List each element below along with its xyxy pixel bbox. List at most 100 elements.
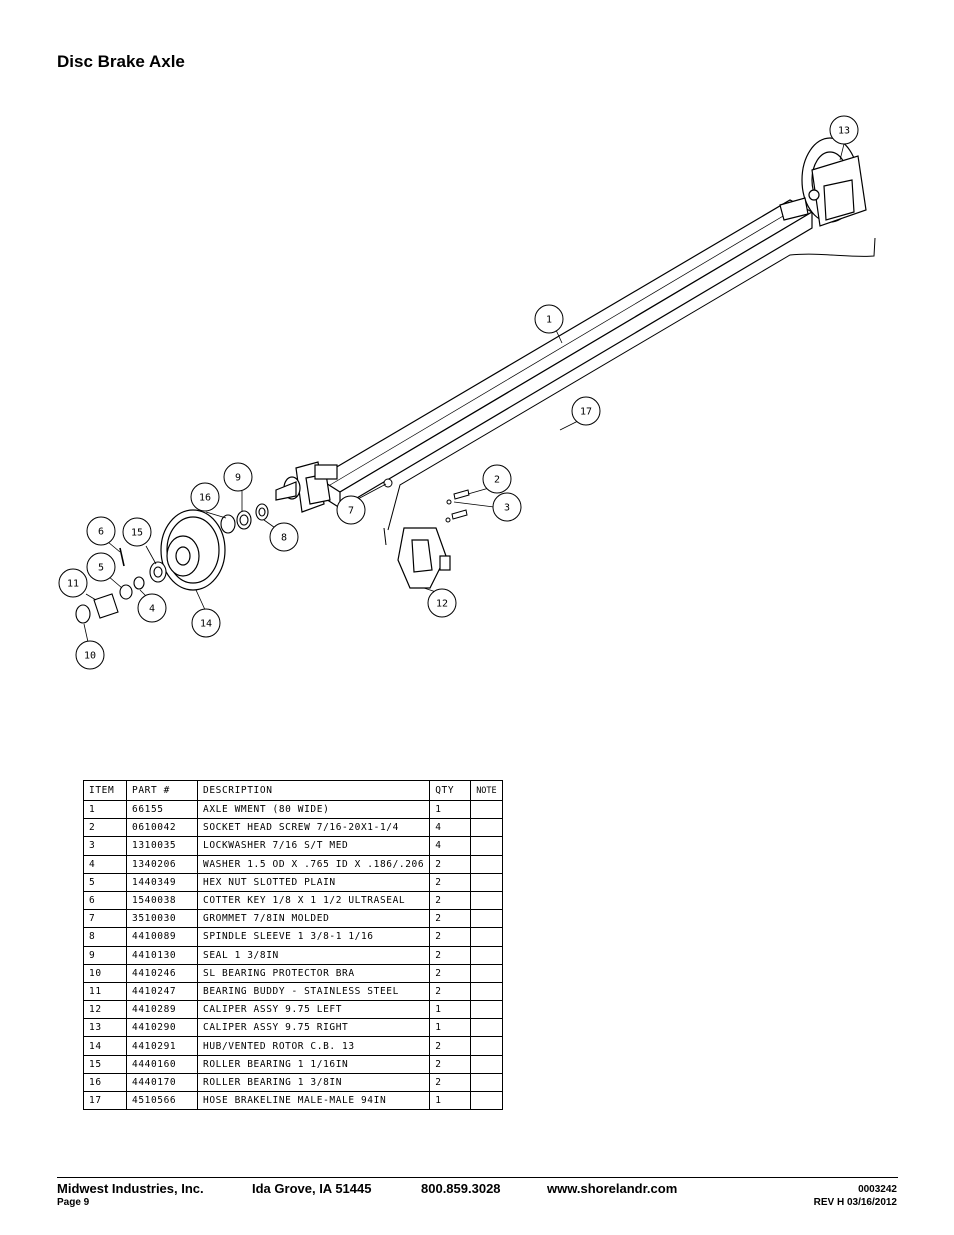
header-qty: QTY <box>429 780 472 801</box>
cell-description: ROLLER BEARING 1 3/8IN <box>196 1072 431 1093</box>
callout-4: 4 <box>137 593 167 623</box>
cell-qty: 2 <box>429 945 472 965</box>
cell-part-number: 4510566 <box>126 1090 198 1111</box>
cell-qty: 1 <box>429 1018 472 1038</box>
cell-description: SEAL 1 3/8IN <box>196 945 431 965</box>
cell-qty: 1 <box>429 1090 472 1111</box>
cell-description: HUB/VENTED ROTOR C.B. 13 <box>196 1036 431 1056</box>
cell-item: 14 <box>83 1036 127 1056</box>
cell-qty: 1 <box>429 799 472 820</box>
callout-circle <box>137 593 167 623</box>
page-title: Disc Brake Axle <box>57 52 185 71</box>
callout-label: 5 <box>98 563 104 574</box>
header-part-number: PART # <box>126 780 198 801</box>
callout-14: 14 <box>191 608 221 638</box>
cell-qty: 2 <box>429 854 472 874</box>
cell-description: HOSE BRAKELINE MALE-MALE 94IN <box>196 1090 431 1111</box>
footer-company: Midwest Industries, Inc. <box>57 1181 204 1196</box>
cell-part-number: 4410089 <box>126 927 198 947</box>
cell-note <box>470 927 503 947</box>
cell-qty: 2 <box>429 1072 472 1093</box>
footer-website: www.shorelandr.com <box>547 1181 678 1196</box>
cell-item: 8 <box>83 927 127 947</box>
callout-17: 17 <box>571 396 601 426</box>
callout-circle <box>190 482 220 512</box>
cell-item: 2 <box>83 818 127 838</box>
cell-note <box>470 909 503 929</box>
cell-description: SOCKET HEAD SCREW 7/16-20X1-1/4 <box>196 818 431 838</box>
callout-9: 9 <box>223 462 253 492</box>
callout-label: 8 <box>281 533 287 544</box>
cell-note <box>470 1090 503 1111</box>
callout-circle <box>269 522 299 552</box>
callout-label: 13 <box>838 126 850 137</box>
footer-revision: REV H 03/16/2012 <box>813 1197 897 1208</box>
cell-note <box>470 799 503 820</box>
cell-description: SL BEARING PROTECTOR BRA <box>196 963 431 983</box>
callout-label: 17 <box>580 407 592 418</box>
cell-description: COTTER KEY 1/8 X 1 1/2 ULTRASEAL <box>196 890 431 911</box>
cell-qty: 2 <box>429 1054 472 1074</box>
cell-part-number: 4410246 <box>126 963 198 983</box>
callout-5: 5 <box>86 552 116 582</box>
footer-divider <box>57 1177 898 1178</box>
header-description: DESCRIPTION <box>196 780 431 801</box>
cell-description: ROLLER BEARING 1 1/16IN <box>196 1054 431 1074</box>
cell-description: HEX NUT SLOTTED PLAIN <box>196 872 431 892</box>
cell-part-number: 4410290 <box>126 1018 198 1038</box>
callout-label: 3 <box>504 503 510 514</box>
bolts <box>383 478 470 523</box>
cell-part-number: 0610042 <box>126 818 198 838</box>
callout-label: 9 <box>235 473 241 484</box>
cell-description: GROMMET 7/8IN MOLDED <box>196 909 431 929</box>
callout-label: 15 <box>131 528 143 539</box>
cell-item: 12 <box>83 1000 127 1020</box>
cell-qty: 4 <box>429 836 472 856</box>
cell-item: 16 <box>83 1072 127 1093</box>
cell-item: 11 <box>83 981 127 1002</box>
cell-note <box>470 854 503 874</box>
callout-label: 7 <box>348 506 354 517</box>
cell-qty: 2 <box>429 909 472 929</box>
cell-item: 5 <box>83 872 127 892</box>
callout-16: 16 <box>190 482 220 512</box>
callout-circle <box>534 304 564 334</box>
cell-part-number: 4410247 <box>126 981 198 1002</box>
callout-circle <box>86 552 116 582</box>
callout-7: 7 <box>336 495 366 525</box>
footer-city: Ida Grove, IA 51445 <box>252 1181 372 1196</box>
cell-part-number: 4410291 <box>126 1036 198 1056</box>
cell-qty: 2 <box>429 890 472 911</box>
cell-part-number: 4440160 <box>126 1054 198 1074</box>
cell-note <box>470 1072 503 1093</box>
header-item: ITEM <box>83 780 127 801</box>
callout-circle <box>58 568 88 598</box>
cell-item: 6 <box>83 890 127 911</box>
callout-15: 15 <box>122 517 152 547</box>
cell-description: LOCKWASHER 7/16 S/T MED <box>196 836 431 856</box>
cell-qty: 2 <box>429 927 472 947</box>
callout-circle <box>482 464 512 494</box>
footer-page-number: Page 9 <box>57 1197 90 1208</box>
callout-label: 11 <box>67 579 79 590</box>
cell-item: 3 <box>83 836 127 856</box>
callout-circle <box>122 517 152 547</box>
cell-description: CALIPER ASSY 9.75 RIGHT <box>196 1018 431 1038</box>
leader-lines <box>83 143 845 643</box>
cell-description: AXLE WMENT (80 WIDE) <box>196 799 431 820</box>
footer-phone: 800.859.3028 <box>421 1181 501 1196</box>
cell-item: 13 <box>83 1018 127 1038</box>
callout-circle <box>223 462 253 492</box>
cell-part-number: 1440349 <box>126 872 198 892</box>
